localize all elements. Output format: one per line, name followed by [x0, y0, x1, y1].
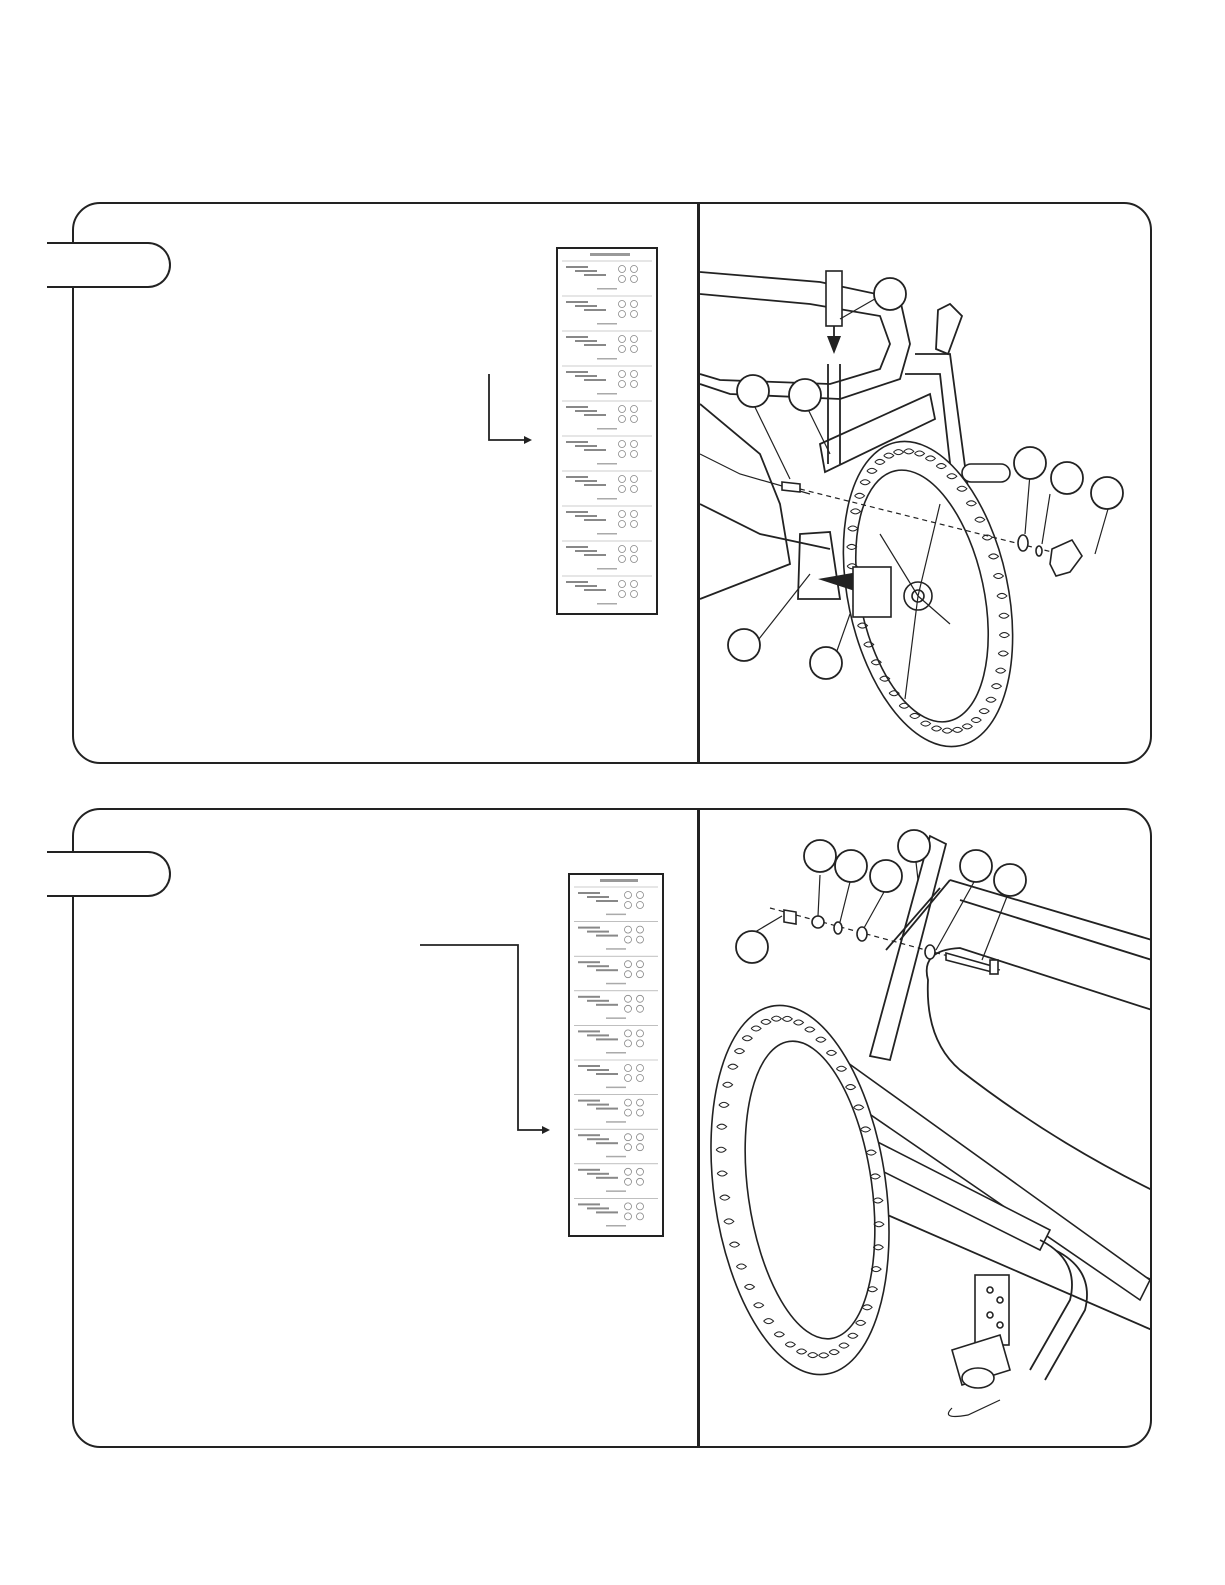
step-2-connector-arrow: [0, 0, 1225, 1585]
